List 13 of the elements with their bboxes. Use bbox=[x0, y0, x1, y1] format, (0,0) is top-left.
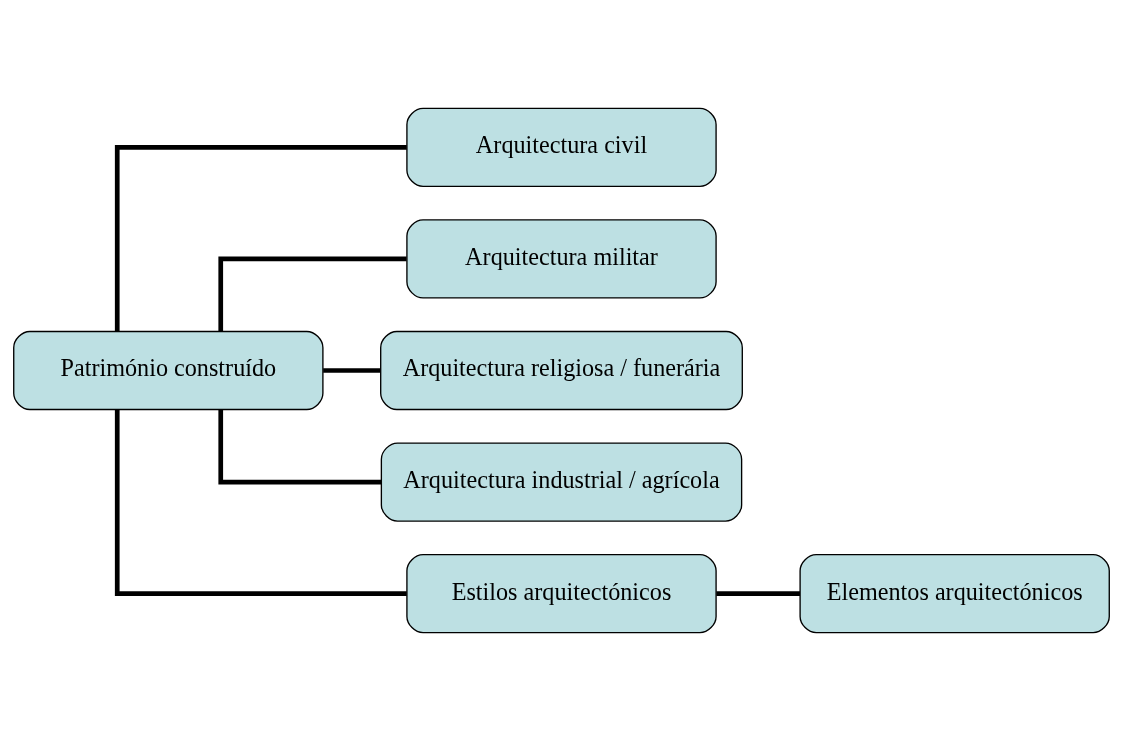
connector bbox=[323, 367, 381, 373]
node-box: Arquitectura civil bbox=[406, 107, 717, 187]
node-box: Património construído bbox=[13, 330, 324, 410]
connector bbox=[218, 409, 382, 484]
node-box: Arquitectura militar bbox=[406, 218, 717, 299]
connector bbox=[716, 590, 800, 596]
connector bbox=[218, 256, 407, 331]
connector bbox=[114, 144, 407, 331]
node-box: Estilos arquitectónicos bbox=[406, 553, 717, 633]
node-box: Arquitectura religiosa / funerária bbox=[380, 330, 743, 410]
connector bbox=[114, 409, 407, 596]
node-box: Elementos arquitectónicos bbox=[799, 553, 1110, 633]
node-box: Arquitectura industrial / agrícola bbox=[380, 441, 743, 522]
